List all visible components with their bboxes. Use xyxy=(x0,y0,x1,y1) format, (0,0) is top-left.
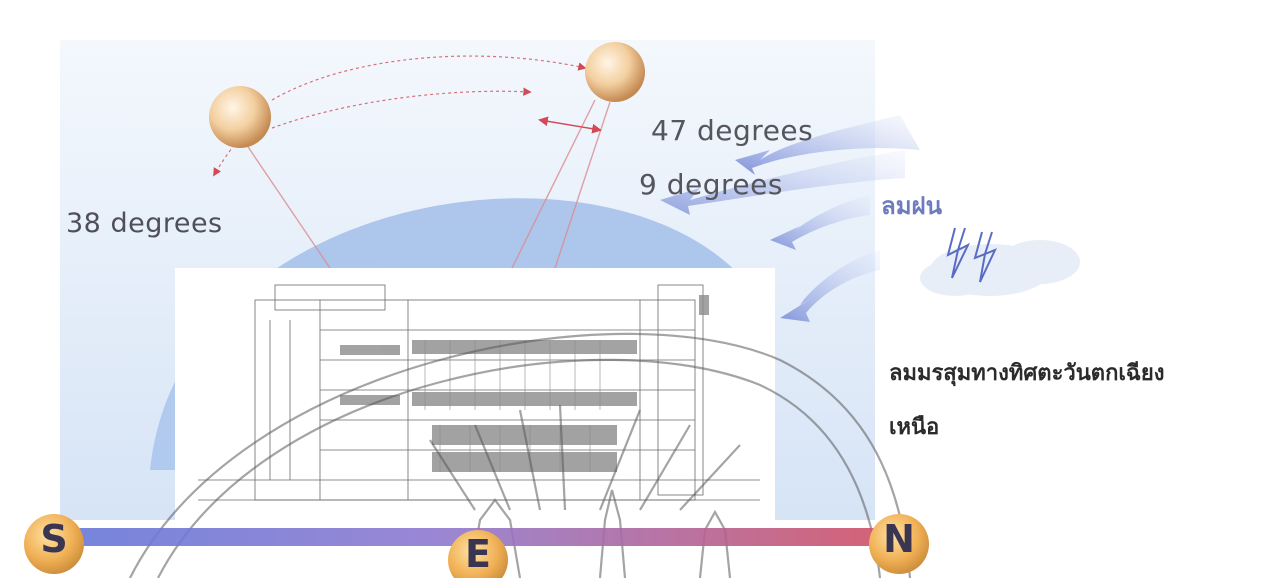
angle-38-label: 38 degrees xyxy=(66,208,223,239)
sun-icon xyxy=(209,86,271,148)
rain-wind-label: ลมฝน xyxy=(881,192,942,220)
south-marker-icon xyxy=(24,514,84,574)
angle-9-label: 9 degrees xyxy=(639,168,783,201)
northwest-monsoon-label-line2: เหนือ xyxy=(889,415,940,440)
northwest-monsoon-label-line1: ลมมรสุมทางทิศตะวันตกเฉียง xyxy=(889,361,1165,386)
angle-47-label: 47 degrees xyxy=(651,114,814,147)
compass-north: N xyxy=(873,517,925,561)
sun-path-arcs xyxy=(213,55,587,177)
compass-south: S xyxy=(28,517,80,561)
watermark-seal xyxy=(129,332,912,578)
north-marker-icon xyxy=(869,514,929,574)
compass-east: E xyxy=(452,532,504,576)
compass-north-label: N xyxy=(883,517,915,561)
compass-east-label: E xyxy=(465,532,491,576)
lightning-icon xyxy=(946,227,997,283)
angle-9-arrow xyxy=(538,116,602,134)
compass-south-label: S xyxy=(40,517,68,561)
sun-icon xyxy=(585,42,645,102)
wind-arrows xyxy=(660,115,920,322)
east-marker-icon xyxy=(448,530,508,578)
cloud-icon xyxy=(920,240,1080,296)
building-elevation-drawing xyxy=(175,268,775,523)
